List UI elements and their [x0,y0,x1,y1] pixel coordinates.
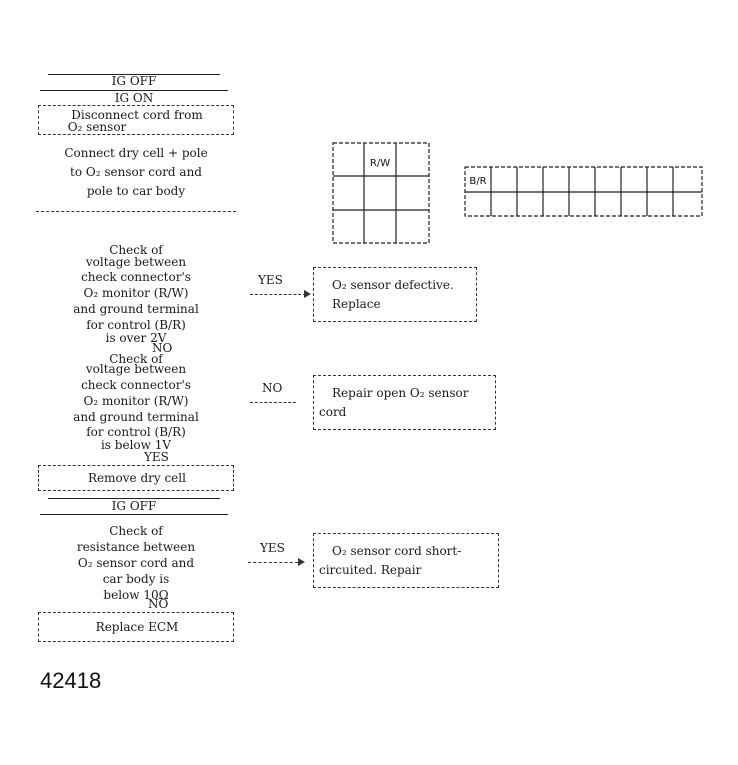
check2-no-arrow-line [250,402,296,403]
step-disconnect-line2: O₂ sensor [67,120,127,134]
result1-line1: O₂ sensor defective. [332,278,454,292]
step-disconnect-cord: Disconnect cord from O₂ sensor [38,105,234,135]
check3-line2: resistance between [76,540,196,554]
check3-yes-arrow-line [248,562,298,563]
check2-line3: check connector's [81,378,191,392]
step-connect-dry-cell: Connect dry cell + pole to O₂ sensor cor… [36,140,236,212]
step-connect-line1: Connect dry cell + pole [64,146,208,160]
check1-line7: is over 2V [105,331,167,345]
check1-line5: and ground terminal [73,302,199,316]
top-rule [48,74,220,75]
check1-yes-arrowhead [304,290,311,298]
check3-line5: below 10Ω [103,588,169,602]
step-replace-ecm: Replace ECM [38,612,234,642]
result3-line2: circuited. Repair [319,563,422,577]
step-connect-line2: to O₂ sensor cord and [70,165,202,179]
result-sensor-defective: O₂ sensor defective. Replace [313,267,477,322]
ig-off-label: IG OFF [111,74,157,88]
check3-line4: car body is [102,572,170,586]
check2-line1: Check of [109,352,163,366]
result2-line1: Repair open O₂ sensor [332,386,469,400]
check1-yes-arrow-line [250,294,306,295]
check2-line2: voltage between [85,362,187,376]
check1-yes-label: YES [258,273,283,287]
ig-off-2-rule-bottom [40,514,228,515]
check3-yes-label: YES [260,541,285,555]
check2-line7: is below 1V [100,438,172,452]
check1-line2: voltage between [85,255,187,269]
step-remove-dry-cell: Remove dry cell [38,465,234,491]
result-cord-short-circuited: O₂ sensor cord short- circuited. Repair [313,533,499,588]
step-remove-label: Remove dry cell [88,471,186,485]
result3-line1: O₂ sensor cord short- [332,544,462,558]
check3-line1: Check of [109,524,163,538]
ig-off-rule [40,90,228,91]
check1-no-label: NO [152,341,173,355]
check1-line4: O₂ monitor (R/W) [83,286,189,300]
step-disconnect-line1: Disconnect cord from [71,108,203,122]
check-connector-small: R/W [332,142,430,244]
figure-number: 42418 [40,668,102,693]
ig-off-2-label: IG OFF [111,499,157,513]
ig-off-2-rule [48,498,220,499]
check2-line4: O₂ monitor (R/W) [83,394,189,408]
result2-line2: cord [319,405,347,419]
check3-line3: O₂ sensor cord and [77,556,195,570]
check2-yes-label: YES [144,450,169,464]
check1-line3: check connector's [81,270,191,284]
result1-line2: Replace [332,297,381,311]
result-repair-open-cord: Repair open O₂ sensor cord [313,375,496,430]
check1-line6: for control (B/R) [86,318,186,332]
check2-line6: for control (B/R) [86,425,186,439]
check3-yes-arrowhead [298,558,305,566]
check3-no-label: NO [148,597,169,611]
step-connect-line3: pole to car body [86,184,186,198]
check2-line5: and ground terminal [73,410,199,424]
ig-on-label: IG ON [114,91,154,105]
connector-large-pin-label: B/R [469,176,486,187]
connector-small-pin-label: R/W [370,158,390,169]
check-connector-large: B/R [464,166,703,217]
check1-line1: Check of [109,243,163,257]
check2-no-label: NO [262,381,283,395]
step-replace-ecm-label: Replace ECM [95,620,179,634]
